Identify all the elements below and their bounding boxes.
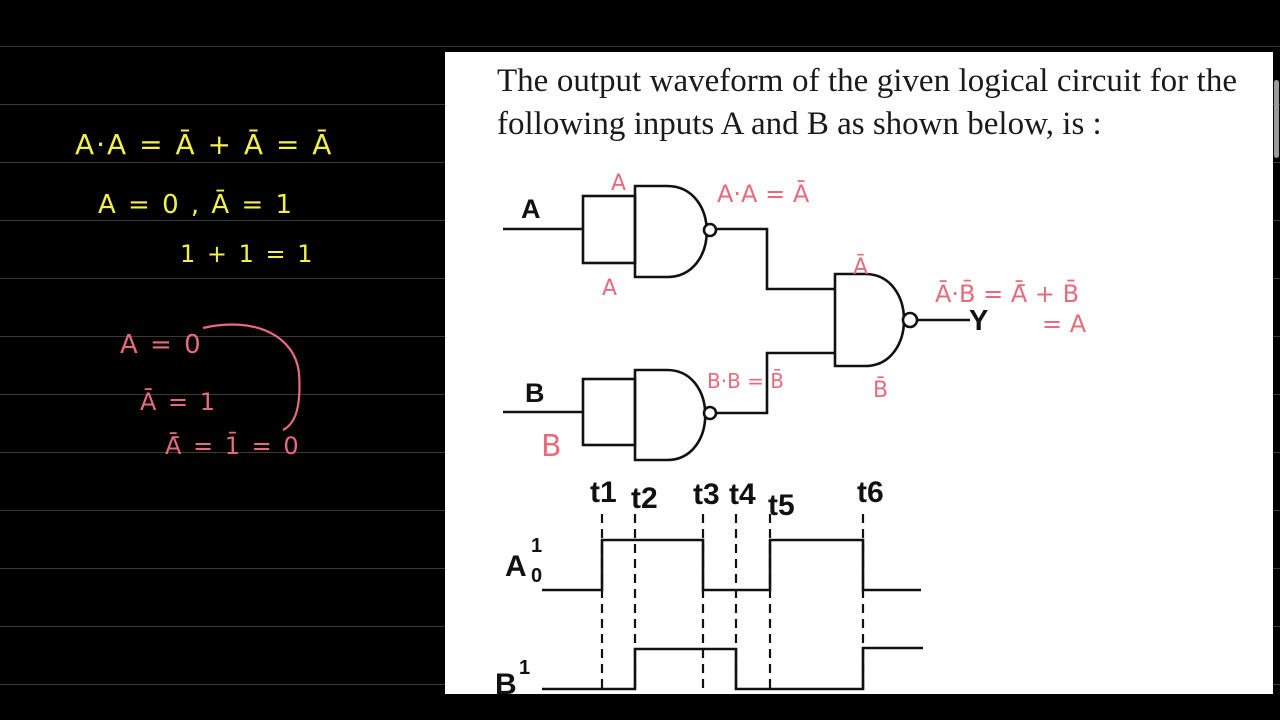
time-label-t1: t1 (590, 476, 617, 509)
signal-b-high-level: 1 (519, 657, 530, 679)
note-a-bar-one: Ā = 1 (140, 388, 218, 416)
note-gate2-output: B·B = B̄ (707, 368, 784, 393)
time-label-t3: t3 (693, 478, 720, 511)
logic-circuit-diagram: A B Y A A A·A = Ā Ā B̄ B·B = B̄ B Ā·B̄ =… (495, 171, 1087, 694)
signal-a-label: A (505, 550, 527, 583)
problem-sheet: The output waveform of the given logical… (445, 52, 1273, 694)
waveform-b (542, 646, 923, 691)
output-y-label: Y (969, 305, 988, 337)
note-double-bar: Ā̄ = 1̄ = 0 (165, 432, 301, 460)
note-sum: 1 + 1 = 1 (180, 240, 315, 268)
note-identity: A·A = Ā + Ā = Ā (75, 128, 334, 161)
note-gate1-input-top: A (611, 171, 626, 196)
scrollbar[interactable] (1274, 80, 1279, 158)
note-gate3-input-b: B̄ (873, 377, 888, 403)
input-b-label: B (525, 378, 545, 408)
note-a-zero: A = 0 (120, 330, 203, 360)
time-label-t6: t6 (857, 476, 884, 509)
signal-a-low-level: 0 (531, 565, 542, 587)
note-output-result: = A (1042, 310, 1087, 338)
waveform-a (542, 538, 921, 592)
signal-a-high-level: 1 (531, 535, 542, 557)
rule-line (0, 46, 1280, 47)
note-gate1-input-bottom: A (602, 276, 617, 301)
question-text: The output waveform of the given logical… (497, 63, 1237, 142)
time-label-t2: t2 (631, 482, 658, 515)
brace-curve (202, 323, 301, 431)
time-label-t5: t5 (768, 489, 795, 522)
note-gate1-output: A·A = Ā (717, 179, 810, 208)
note-input-b: B (541, 429, 562, 464)
signal-b-label: B (495, 668, 517, 694)
note-values: A = 0 , Ā = 1 (98, 190, 295, 220)
time-label-t4: t4 (729, 478, 756, 511)
input-a-label: A (521, 194, 541, 224)
note-gate3-input-a: Ā (853, 255, 868, 280)
note-output-expression: Ā·B̄ = Ā̄ + B̄̄ (935, 279, 1079, 308)
